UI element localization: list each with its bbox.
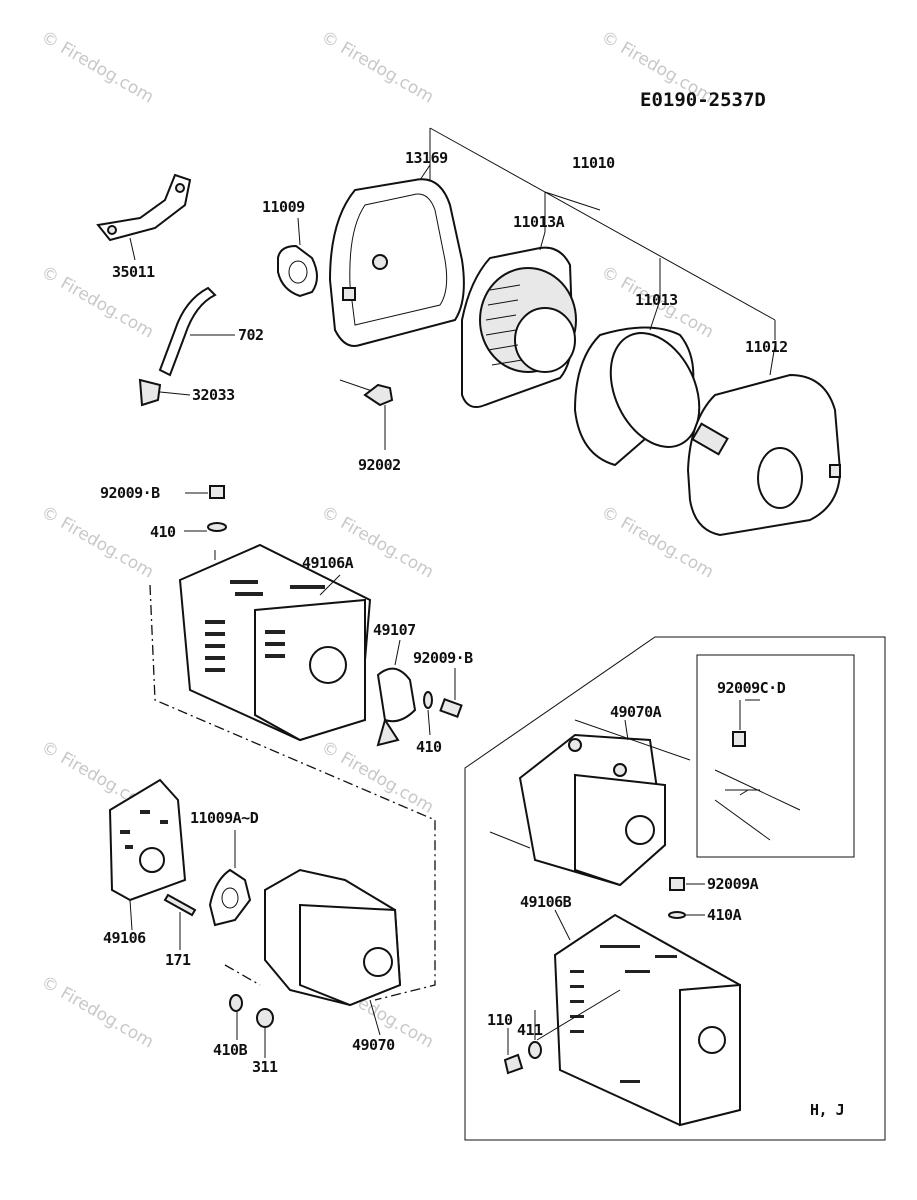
- hose-702: [158, 286, 217, 377]
- leader-11010: [544, 191, 601, 211]
- leaders-411-110: [507, 1010, 536, 1055]
- inset-frame: [696, 654, 855, 858]
- leader-49106B: [554, 909, 571, 941]
- label-411: 411: [517, 1021, 543, 1039]
- label-49070: 49070: [352, 1036, 395, 1054]
- nut-311: [256, 1008, 274, 1028]
- bolt-92009b-top: [207, 485, 227, 532]
- leaders-top-bolt: [184, 492, 208, 532]
- variant-panel: [464, 636, 886, 1141]
- label-49107: 49107: [373, 621, 416, 639]
- assembly-dashline: [149, 584, 436, 1001]
- label-11013A: 11013A: [513, 213, 565, 231]
- label-92002: 92002: [358, 456, 401, 474]
- label-110: 110: [487, 1011, 513, 1029]
- leader-11009: [297, 217, 301, 246]
- muffler-outlet: [309, 646, 347, 684]
- label-13169: 13169: [405, 149, 448, 167]
- watermark: © Firedog.com: [38, 27, 157, 108]
- watermark: © Firedog.com: [38, 972, 157, 1053]
- label-35011: 35011: [112, 263, 155, 281]
- leader-35011: [129, 237, 136, 261]
- leader-49106A: [319, 574, 341, 596]
- gasket: [277, 244, 318, 298]
- leader-49070: [369, 999, 381, 1036]
- muffler-bracket-49106: [108, 778, 187, 902]
- label-11009A-D: 11009A~D: [190, 809, 259, 827]
- label-410-right: 410: [416, 738, 442, 756]
- muffler-main: [149, 485, 463, 1001]
- leader-49106: [129, 899, 133, 931]
- bolt-92009b-right: [423, 691, 463, 718]
- leader-11013: [649, 299, 661, 331]
- bolt-92002: [339, 379, 394, 407]
- leaders-92009A-410A: [686, 883, 705, 916]
- label-32033: 32033: [192, 386, 235, 404]
- clip-32033: [138, 378, 162, 407]
- watermark: © Firedog.com: [318, 27, 437, 108]
- paper-element: [461, 246, 577, 408]
- foam-element: [573, 326, 701, 467]
- label-11010: 11010: [572, 154, 615, 172]
- label-410-top: 410: [150, 523, 176, 541]
- gasket-11009a-d: [208, 868, 252, 927]
- label-11013: 11013: [635, 291, 678, 309]
- variant-label: H, J: [810, 1101, 844, 1119]
- choke-and-hose-group: [96, 173, 235, 407]
- leader-13169: [419, 164, 431, 181]
- assembly-dashline-short: [224, 964, 261, 986]
- muffler-standard: [108, 778, 402, 1058]
- leaders-right-bolt: [427, 668, 456, 736]
- label-92009B-right: 92009·B: [413, 649, 473, 667]
- label-49070A: 49070A: [610, 703, 662, 721]
- label-171: 171: [165, 951, 191, 969]
- variant-frame: [464, 636, 886, 1141]
- part-label-layer: 13169 11010 11009 11013A 11013 11012 350…: [100, 149, 845, 1119]
- washer-411: [528, 1041, 542, 1059]
- inset-bolt-92009cd: [714, 699, 801, 841]
- air-cleaner-base: [328, 178, 465, 347]
- assembly-line-411: [536, 989, 621, 1041]
- leader-11013A: [539, 231, 546, 251]
- label-49106B: 49106B: [520, 893, 572, 911]
- leader-11012: [769, 344, 776, 376]
- label-410B: 410B: [213, 1041, 248, 1059]
- leader-49107: [394, 639, 401, 666]
- stud-171: [163, 893, 197, 917]
- bolt-92009A: [668, 877, 686, 919]
- spark-arrester-screen: [376, 667, 417, 747]
- air-cleaner-cover: [686, 373, 842, 537]
- leader-49070A: [624, 719, 629, 741]
- muffler-49070A: [489, 719, 691, 887]
- label-702: 702: [238, 326, 264, 344]
- label-11012: 11012: [745, 338, 788, 356]
- label-92009B-top: 92009·B: [100, 484, 160, 502]
- air-cleaner-group: [277, 127, 842, 537]
- drawing-number: E0190-2537D: [640, 89, 766, 111]
- label-49106: 49106: [103, 929, 146, 947]
- label-311: 311: [252, 1058, 278, 1076]
- watermark: © Firedog.com: [38, 502, 157, 583]
- label-92009C-D: 92009C·D: [717, 679, 786, 697]
- label-92009A: 92009A: [707, 875, 759, 893]
- bolt-110: [503, 1053, 524, 1075]
- bracket-35011: [96, 173, 192, 242]
- label-11009: 11009: [262, 198, 305, 216]
- leader-32033: [159, 391, 191, 396]
- muffler-body-49070: [264, 868, 402, 1007]
- label-410A: 410A: [707, 906, 742, 924]
- muffler-cover-49106B: [553, 913, 741, 1127]
- washer-410B: [229, 994, 243, 1012]
- label-49106A: 49106A: [302, 554, 354, 572]
